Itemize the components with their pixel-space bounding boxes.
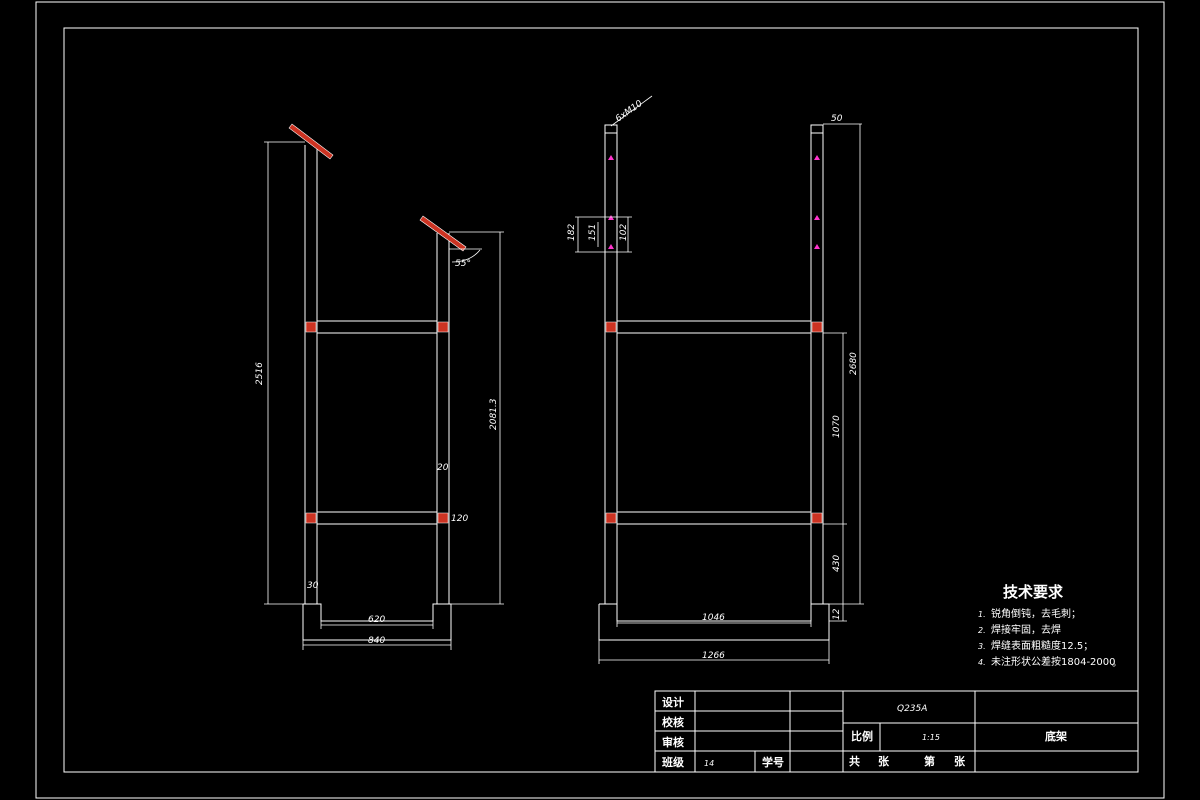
tech-trailing: 。	[1112, 658, 1122, 669]
tb-check: 校核	[662, 715, 684, 729]
tech-item-4: 未注形状公差按1804-2000	[991, 655, 1116, 668]
right-view: 6xM10 50 182 151 102 2680 1070 430 12 10…	[567, 95, 864, 664]
dim-tube: 20	[437, 463, 449, 473]
top-plate-left	[288, 123, 334, 160]
dim-top: 50	[831, 114, 843, 124]
tb-total: 共	[849, 754, 860, 768]
dim-hole-inner: 102	[619, 224, 629, 241]
title-block: 设计 校核 审核 班级 14 学号 Q235A 比例 1:15 底架 共 张 第…	[654, 690, 1139, 773]
tb-class: 班级	[662, 755, 685, 769]
tech-item-2-num: 2.	[978, 626, 986, 635]
dim-inner-width: 620	[368, 615, 385, 625]
tech-item-3-num: 3.	[978, 642, 986, 651]
dim-lower: 430	[832, 555, 842, 572]
dim-right-height: 2081.3	[489, 398, 499, 430]
tech-item-3: 焊缝表面粗糙度12.5；	[991, 639, 1093, 652]
dim-hole-mid: 151	[588, 224, 598, 241]
dim-total-height: 2516	[255, 362, 265, 385]
dim-tube2: 120	[451, 514, 468, 524]
dim-total-height-right: 2680	[849, 352, 859, 375]
tb-sheet: 张	[954, 754, 966, 768]
tb-num: 第	[924, 754, 935, 768]
tech-item-2: 焊接牢固，去焊	[991, 623, 1061, 636]
tech-item-1: 锐角倒钝，去毛刺；	[991, 607, 1081, 620]
inner-frame	[63, 27, 1139, 773]
tb-class-value: 14	[704, 759, 714, 768]
leader-note: 6xM10	[614, 99, 645, 125]
dim-inner-width-right: 1046	[702, 613, 725, 623]
dim-foot: 30	[307, 581, 319, 591]
dim-foot-right: 12	[832, 608, 842, 620]
tb-sheets: 张	[878, 754, 890, 768]
tech-item-4-num: 4.	[978, 658, 986, 667]
tb-scale-value: 1:15	[922, 733, 940, 742]
tb-design: 设计	[662, 695, 684, 709]
dim-outer-width: 840	[368, 636, 385, 646]
dim-outer-width-right: 1266	[702, 651, 725, 661]
tech-item-1-num: 1.	[978, 610, 986, 619]
top-plate-right	[419, 215, 467, 252]
tb-review: 审核	[662, 735, 684, 749]
tb-material: Q235A	[897, 704, 927, 714]
tb-student-no: 学号	[762, 755, 784, 769]
tech-title: 技术要求	[1003, 583, 1064, 601]
dim-angle: 55°	[455, 259, 471, 269]
left-view: 55° 2516 2081.3 20 120 30 620 840	[255, 123, 504, 650]
tb-scale-label: 比例	[851, 729, 873, 743]
tb-part-name: 底架	[1045, 729, 1067, 743]
tech-requirements: 技术要求 1. 锐角倒钝，去毛刺； 2. 焊接牢固，去焊 3. 焊缝表面粗糙度1…	[978, 583, 1122, 669]
dim-mid-span: 1070	[832, 415, 842, 438]
dim-hole-outer: 182	[567, 224, 577, 241]
outer-border	[35, 1, 1165, 799]
